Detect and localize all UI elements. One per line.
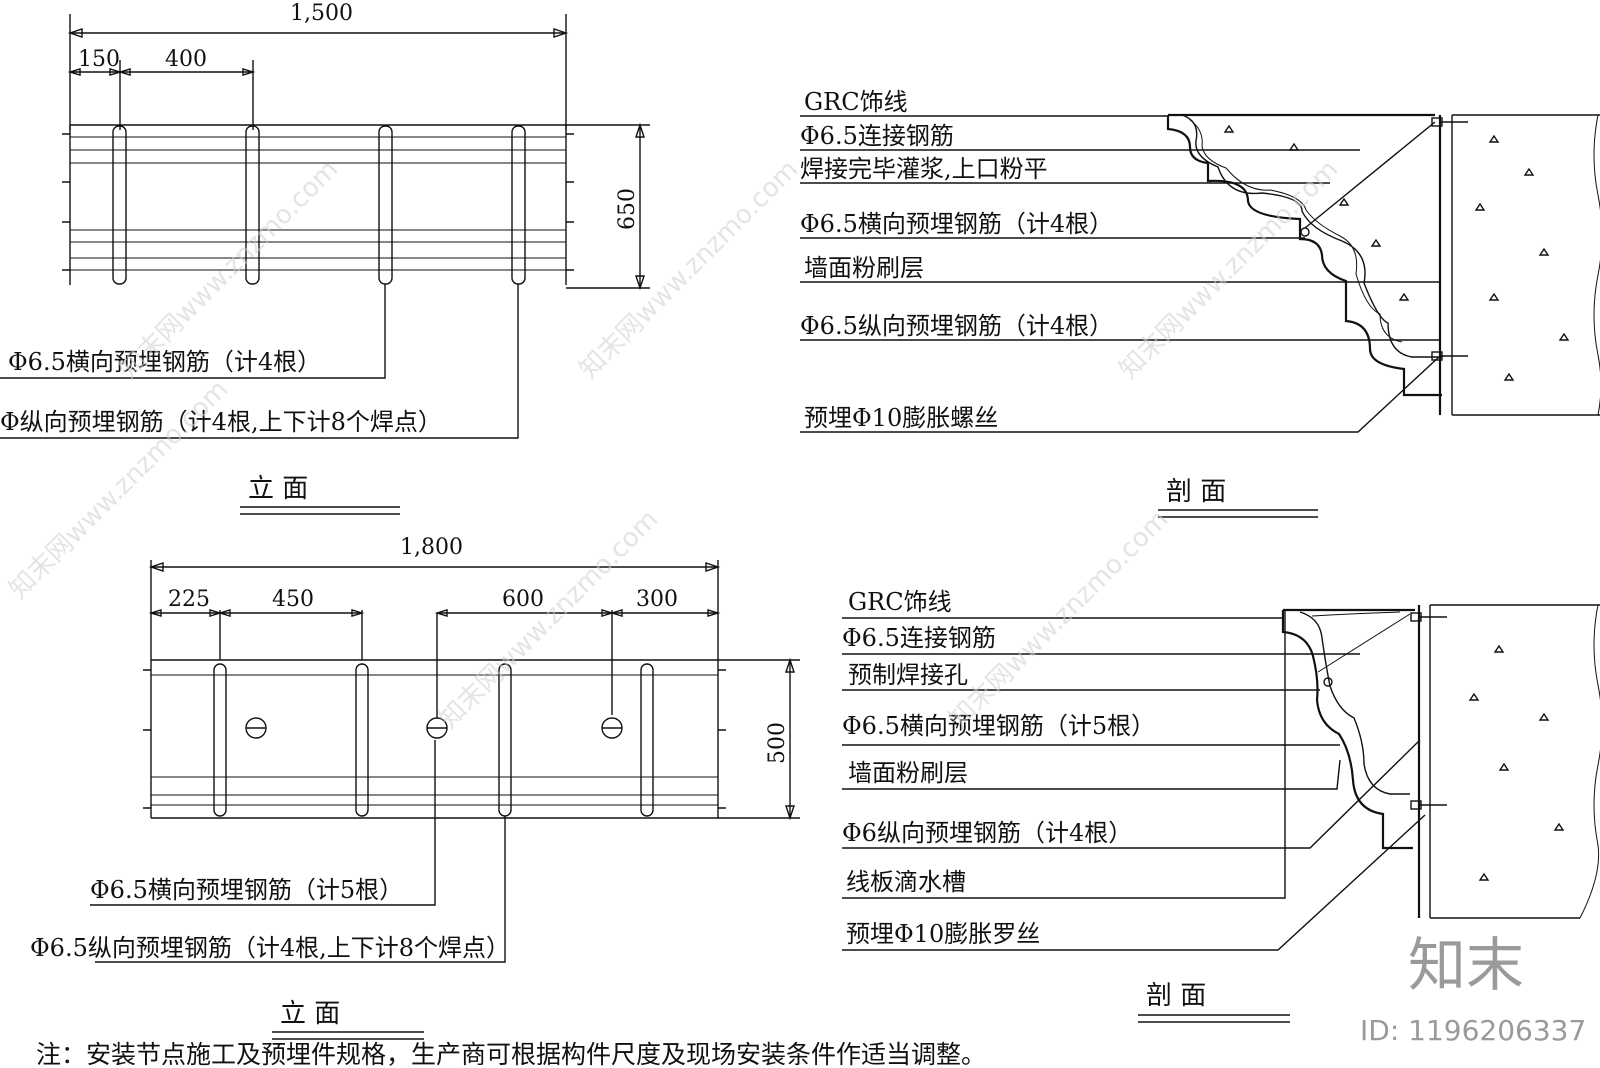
label-grout: 焊接完毕灌浆,上口粉平 [800,155,1048,183]
label-transverse-bar: Φ6.5横向预埋钢筋（计5根） [842,712,1155,740]
watermark-text: 知末网www.znzmo.com [944,504,1175,735]
watermark-text: 知末网www.znzmo.com [1114,154,1345,385]
title-elevation-2: 立 面 [280,999,340,1029]
watermark-text: 知末网www.znzmo.com [574,154,805,385]
label-grc: GRC饰线 [848,588,952,616]
title-section-2: 剖 面 [1146,981,1206,1011]
watermark-id: ID: 1196206337 [1360,1014,1586,1047]
callout-longitudinal-bars: Φ6.5纵向预埋钢筋（计4根,上下计8个焊点） [30,934,510,962]
callout-longitudinal-bars: Φ纵向预埋钢筋（计4根,上下计8个焊点） [0,408,442,436]
dim-300: 300 [636,587,678,612]
callout-transverse-bars: Φ6.5横向预埋钢筋（计4根） [8,348,321,376]
label-weld-hole: 预制焊接孔 [848,661,968,689]
dim-150: 150 [78,47,120,72]
dim-225: 225 [168,587,210,612]
label-plaster: 墙面粉刷层 [804,254,924,282]
label-longitudinal-bar: Φ6纵向预埋钢筋（计4根） [842,819,1132,847]
dim-500: 500 [765,722,790,764]
dim-total: 1,500 [290,1,353,26]
dim-650: 650 [615,188,640,230]
watermark-text: 知末网www.znzmo.com [434,504,665,735]
section-1: GRC饰线 Φ6.5连接钢筋 焊接完毕灌浆,上口粉平 Φ6.5横向预埋钢筋（计4… [800,88,1600,518]
dim-400: 400 [165,47,207,72]
label-grc: GRC饰线 [804,88,908,116]
dim-450: 450 [272,587,314,612]
dim-600: 600 [502,587,544,612]
label-plaster: 墙面粉刷层 [848,759,968,787]
label-transverse-bar: Φ6.5横向预埋钢筋（计4根） [800,210,1113,238]
elevation-2: 1,800 225 450 600 300 500 Φ6.5横向预埋钢筋（计5根… [30,535,800,1040]
watermark: 知末网www.znzmo.com 知末网www.znzmo.com 知末网www… [4,154,1345,735]
callout-transverse-bars: Φ6.5横向预埋钢筋（计5根） [90,876,403,904]
section-2: GRC饰线 Φ6.5连接钢筋 预制焊接孔 Φ6.5横向预埋钢筋（计5根） 墙面粉… [842,588,1600,1023]
title-elevation-1: 立 面 [248,474,308,504]
label-connect-bar: Φ6.5连接钢筋 [842,624,996,652]
label-connect-bar: Φ6.5连接钢筋 [800,122,954,150]
elevation-1: 1,500 150 400 650 Φ6.5横向预埋钢筋（计4根） Φ纵向预埋钢… [0,1,650,515]
watermark-brand: 知末 [1408,931,1524,999]
title-section-1: 剖 面 [1166,477,1226,507]
label-longitudinal-bar: Φ6.5纵向预埋钢筋（计4根） [800,312,1113,340]
drawing-note: 注：安装节点施工及预埋件规格，生产商可根据构件尺度及现场安装条件作适当调整。 [36,1040,986,1068]
dim-total: 1,800 [400,535,463,560]
label-expansion-bolt: 预埋Φ10膨胀螺丝 [804,404,998,432]
label-drip-groove: 线板滴水槽 [846,868,966,896]
label-expansion-bolt: 预埋Φ10膨胀罗丝 [846,920,1040,948]
